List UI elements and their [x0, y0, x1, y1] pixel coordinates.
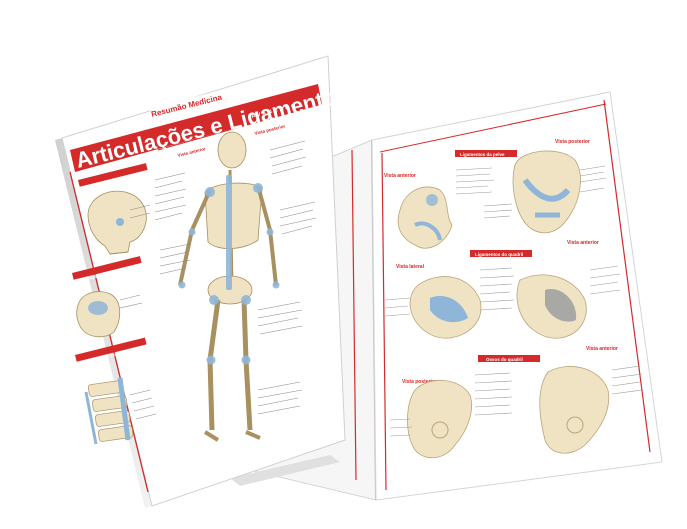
spread-heading-7: Ossos do quadril: [486, 357, 523, 362]
open-spread: Vista anterior Ligamentos da pelve Vista…: [249, 91, 663, 501]
spread-heading-4: Vista lateral: [396, 264, 425, 270]
spread-heading-5: Ligamentos do quadril: [475, 252, 523, 257]
spread-text-lines: [384, 165, 643, 437]
front-sheet: Resumão Medicina Articulações e Ligament…: [55, 55, 351, 508]
pelvis-illustration-2: [512, 150, 581, 234]
skull-illustration: [87, 190, 147, 255]
hip-illustration-1: [409, 276, 482, 339]
spread-heading-8: Vista posterior: [402, 379, 437, 385]
title-band: [70, 84, 322, 172]
spread-heading-1: Vista anterior: [384, 173, 416, 179]
hip-bone-illustration-1: [407, 379, 472, 459]
front-text-lines: [119, 140, 317, 420]
tmj-illustration: [76, 291, 121, 338]
spread-heading-6: Vista anterior: [567, 240, 599, 246]
pelvis-illustration-1: [397, 186, 453, 249]
spread-heading-3: Vista posterior: [555, 139, 590, 145]
center-heading: Vista anterior: [177, 146, 206, 158]
spine-illustration: [84, 377, 134, 445]
skeleton-ligaments: [178, 175, 280, 365]
spread-heading-9: Vista anterior: [586, 346, 618, 352]
spread-heading-2: Ligamentos da pelve: [460, 152, 505, 157]
skeleton-illustration: [178, 131, 278, 442]
hip-illustration-2: [516, 274, 587, 339]
hip-bone-illustration-2: [539, 366, 610, 454]
